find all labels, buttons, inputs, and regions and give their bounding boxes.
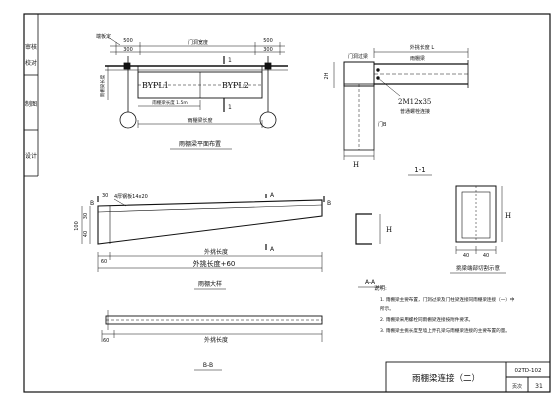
title-block-title: 雨棚梁连接（二） (412, 373, 480, 384)
plan-drawing (105, 36, 288, 129)
sheet-frame (23, 13, 551, 393)
plan-label-section-top: 1 (228, 57, 232, 64)
sidebar-cell-2: 制图 (25, 100, 37, 108)
title-block (385, 361, 551, 393)
aa-h: H (386, 226, 392, 234)
sidebar-cell-0: 审核 (25, 43, 37, 51)
detail-d100: 100 (74, 221, 80, 231)
section-bb-labels: 60 外挑长度 B-B (103, 336, 228, 371)
s11-lintel: 门洞过梁 (348, 53, 368, 60)
detail-d30v: 30 (83, 213, 89, 219)
plan-label-side-note: 雨棚梁长度 (99, 74, 106, 97)
detail-b-right: B (327, 200, 331, 207)
sidebar-cell-1: 校对 (25, 59, 37, 67)
s11-bolt-note: 普通螺栓连接 (400, 108, 430, 115)
detail-a-top: A (270, 192, 275, 199)
notes-line-1: 所示。 (380, 305, 394, 312)
s11-h-bottom: H (353, 161, 359, 169)
section-aa-drawing (355, 213, 381, 245)
sidebar-cell-3: 设计 (25, 152, 37, 160)
s11-cant-length: 外挑长度 L (410, 44, 435, 51)
section-1-1-labels: 外挑长度 L 门洞过梁 雨棚梁 2M12x35 普通螺栓连接 2H H 门B 1… (324, 44, 435, 176)
aa-title: A-A (365, 279, 376, 286)
detail-cant: 外挑长度 (204, 248, 228, 256)
endcut-h: H (505, 212, 511, 220)
plan-labels: 500 300 门洞宽度 500 300 雨棚梁长度 1.5m 雨棚梁长度 BY… (96, 33, 273, 150)
section-1-1-drawing (333, 48, 469, 160)
detail-b-left: B (90, 200, 94, 207)
detail-d30: 30 (102, 193, 108, 199)
s11-rain-beam: 雨棚梁 (410, 55, 425, 62)
detail-d60: 60 (101, 259, 107, 265)
bb-d60: 60 (103, 338, 109, 344)
notes-line-0: 1. 雨棚梁主要布置，门洞过梁及门柱梁连接同雨棚梁连接（一）中 (380, 296, 515, 303)
bb-title: B-B (203, 362, 213, 369)
plan-dim-300-left: 300 (123, 47, 133, 53)
s11-door: 门B (378, 121, 387, 128)
notes-block: 说明: 1. 雨棚梁主要布置，门洞过梁及门柱梁连接同雨棚梁连接（一）中 所示。 … (374, 284, 515, 334)
detail-title: 雨棚大样 (198, 280, 222, 288)
section-bb-drawing (101, 310, 323, 342)
plan-dim-300-right: 300 (263, 47, 273, 53)
endcut-title: 挑梁端部切割示意 (456, 264, 501, 272)
s11-bolts: 2M12x35 (398, 98, 431, 106)
s11-h-top: 2H (324, 72, 330, 79)
detail-a-bottom: A (270, 246, 275, 253)
detail-labels: 4厚钢板14x20 30 B B A A 100 30 40 60 外挑长度 外… (74, 192, 331, 290)
end-cut-drawing (455, 185, 503, 254)
plan-dim-500-left: 500 (123, 38, 133, 44)
endcut-d40b: 40 (483, 253, 489, 259)
plan-dim-500-right: 500 (263, 38, 273, 44)
endcut-d40a: 40 (463, 253, 469, 259)
detail-drawing (81, 194, 325, 272)
plan-label-bypl2: BYPL2 (222, 81, 249, 90)
notes-line-2: 2. 雨棚梁采用螺栓同雨棚梁连接按附件要求。 (380, 316, 473, 323)
title-block-text: 雨棚梁连接（二） 02TD-102 页次 31 (412, 368, 543, 390)
s11-title: 1-1 (414, 166, 425, 174)
plan-dim-door-width: 门洞宽度 (188, 39, 208, 46)
plan-dim-beam-length: 雨棚梁长度 (187, 117, 212, 124)
title-block-page-label: 页次 (512, 383, 522, 390)
bb-cant: 外挑长度 (204, 336, 228, 344)
detail-cant60: 外挑长度+60 (193, 259, 236, 268)
detail-plate: 4厚钢板14x20 (114, 193, 148, 200)
plan-label-column-note: 端板定 (96, 33, 111, 40)
sidebar-strip: 审核 校对 制图 设计 (24, 14, 39, 177)
detail-d40: 40 (83, 231, 89, 237)
section-aa-labels: H A-A (358, 226, 392, 288)
end-cut-labels: 40 40 H 挑梁端部切割示意 (450, 212, 511, 274)
plan-label-bypl1: BYPL1 (142, 81, 169, 90)
title-block-code: 02TD-102 (514, 368, 541, 374)
notes-line-3: 3. 雨棚梁主挑长度至墙上弄孔梁与雨棚梁连接的主要布置的量。 (380, 327, 510, 334)
title-block-page-num: 31 (535, 383, 543, 390)
plan-dim-span-note: 雨棚梁长度 1.5m (152, 99, 187, 106)
notes-heading: 说明: (374, 284, 387, 292)
plan-label-section-bottom: 1 (228, 104, 232, 111)
plan-title: 雨棚梁平面布置 (179, 140, 221, 148)
